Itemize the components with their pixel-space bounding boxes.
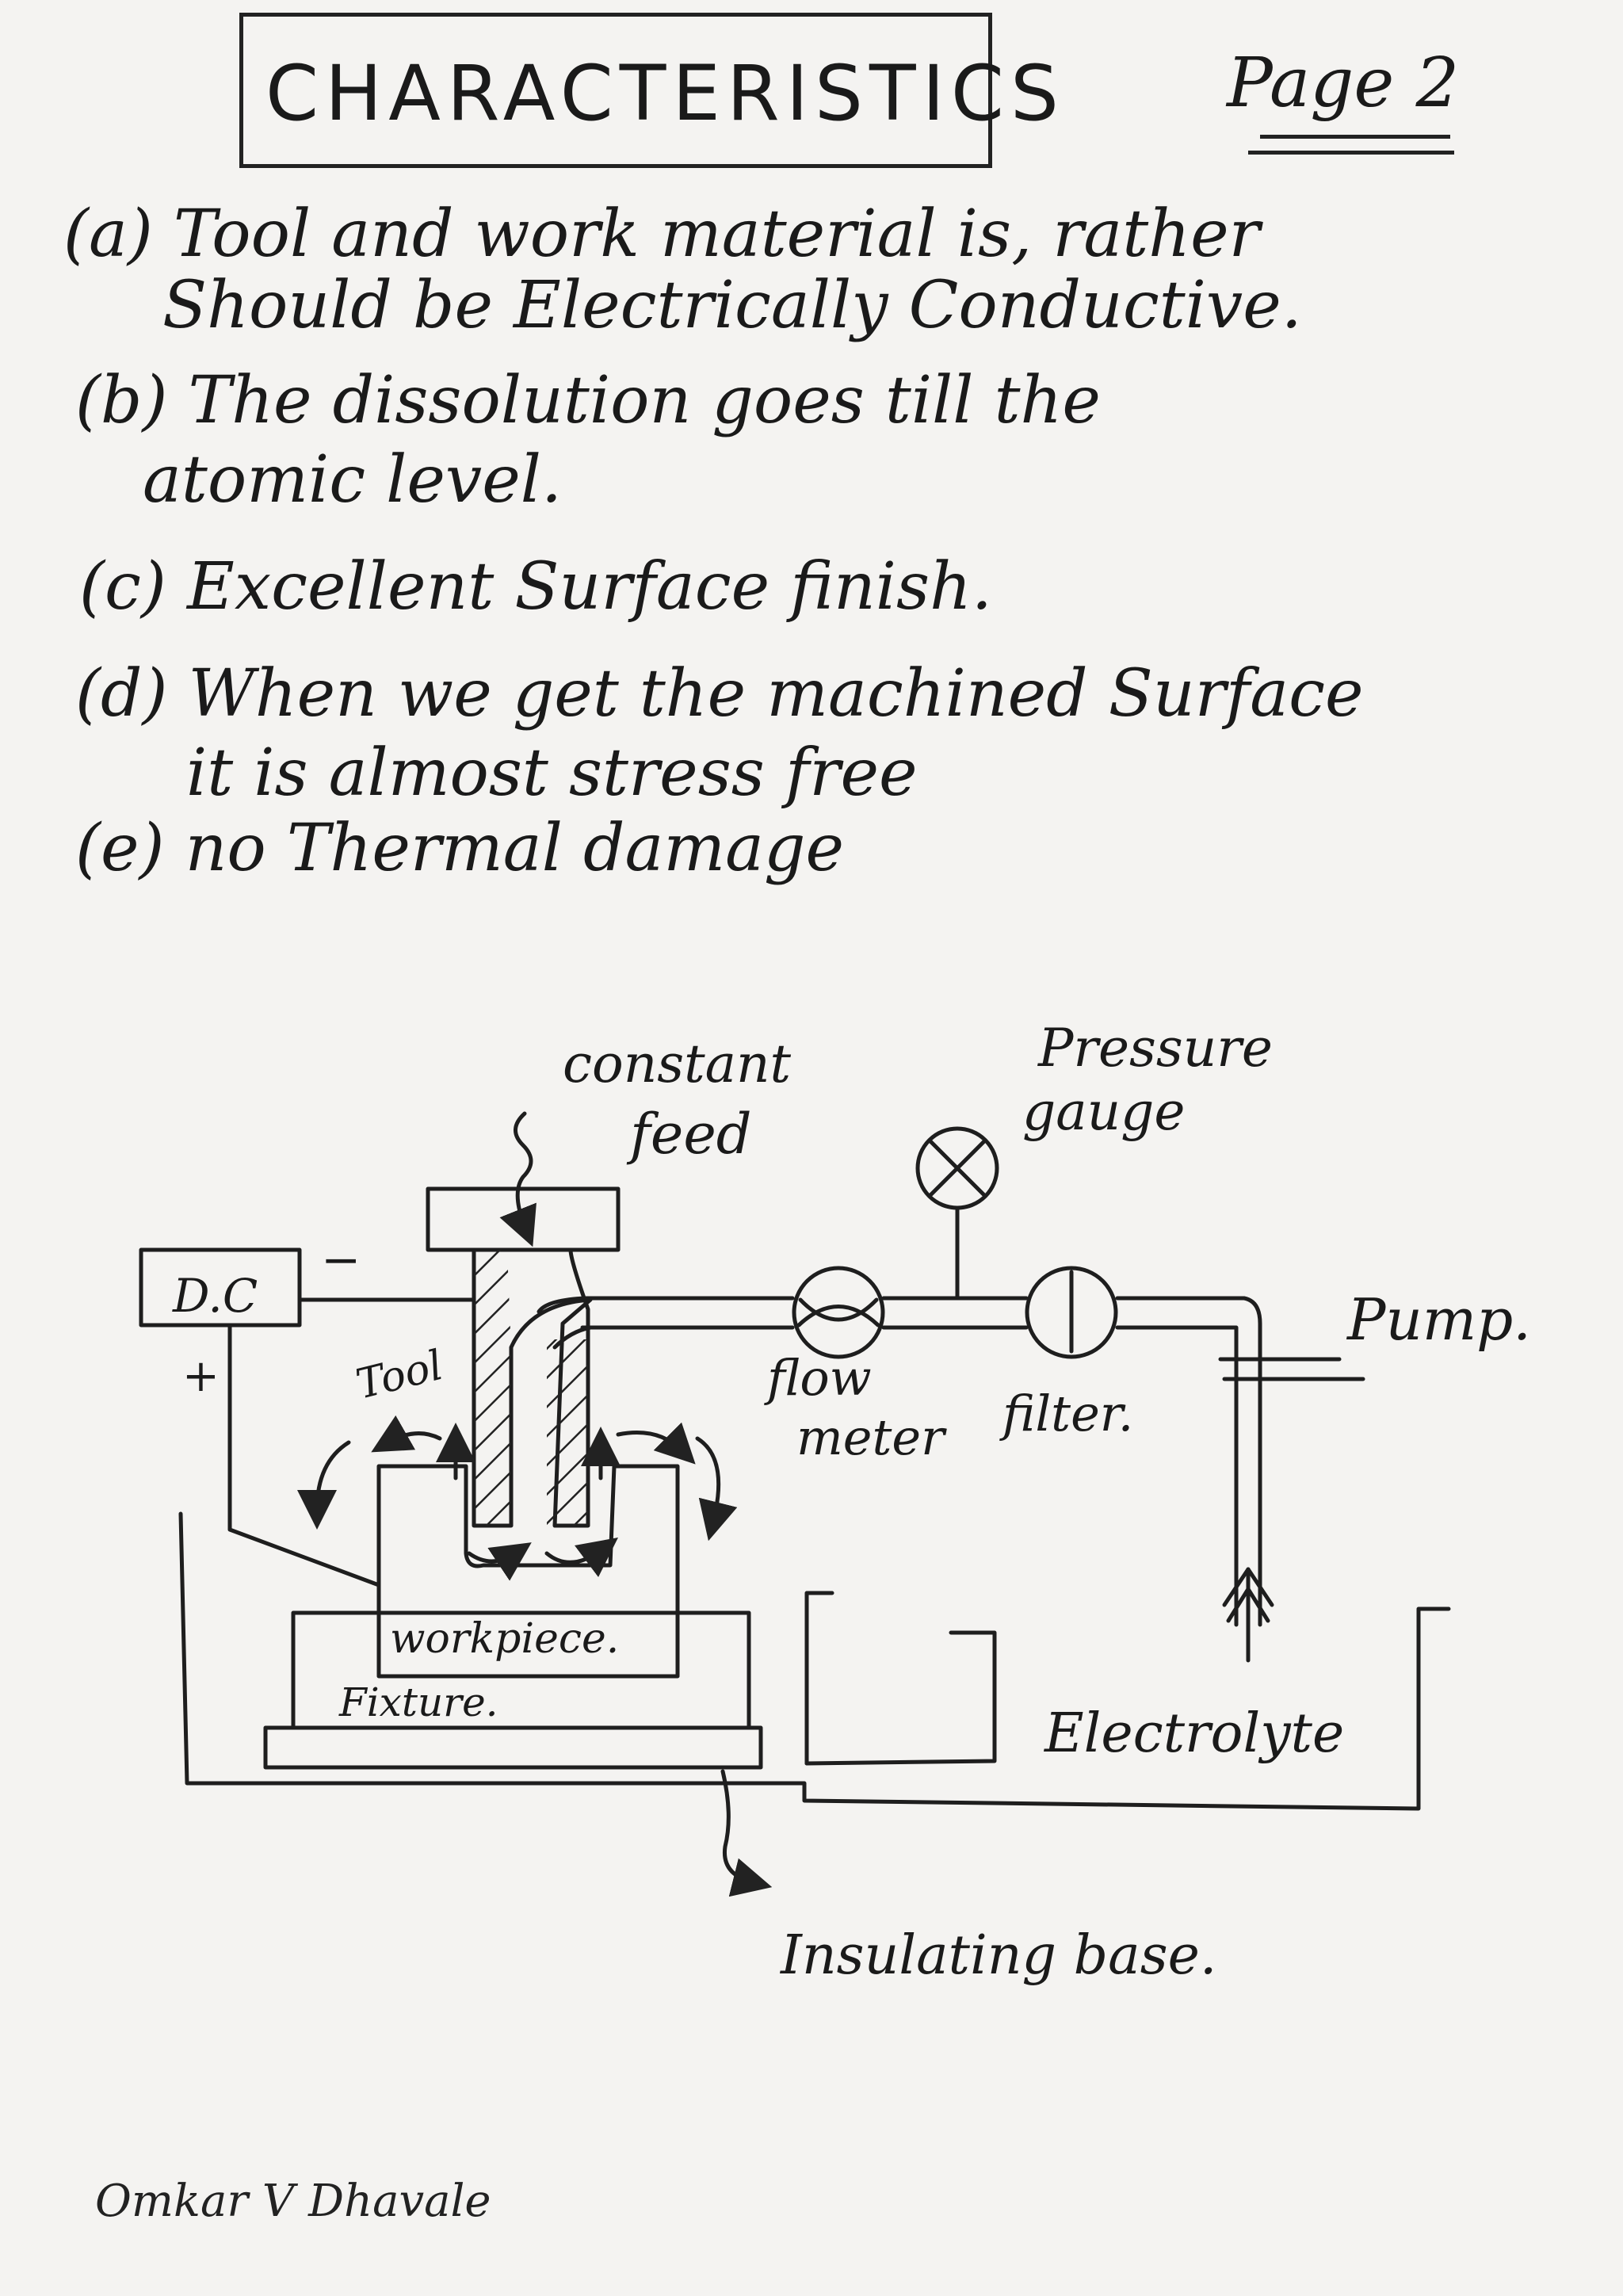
pipe-right-inner <box>1115 1325 1239 1627</box>
fixture <box>291 1610 751 1730</box>
feed-arrow <box>499 1111 537 1247</box>
page-number: Page 2 <box>1227 44 1460 123</box>
insulating-base-label: Insulating base. <box>779 1924 1216 1987</box>
characteristic-d-line2: it is almost stress free <box>186 735 918 811</box>
pump-label: Pump. <box>1346 1286 1531 1353</box>
workpiece <box>376 1464 680 1679</box>
feed-label-line2: feed <box>626 1102 752 1167</box>
insulating-base-pointer <box>720 1769 773 1897</box>
characteristic-a-line2: Should be Electrically Conductive. <box>162 268 1302 343</box>
fixture-label: Fixture. <box>338 1679 498 1725</box>
page-number-underline <box>1260 135 1450 139</box>
gauge-label: gauge <box>1022 1081 1185 1142</box>
title-box <box>239 13 992 168</box>
meter-label: meter <box>796 1408 947 1466</box>
workpiece-label: workpiece. <box>390 1615 619 1663</box>
insulating-base <box>263 1725 763 1770</box>
dc-positive-wire <box>227 1323 381 1587</box>
dc-source <box>139 1247 302 1328</box>
characteristic-c-line1: (c) Excellent Surface finish. <box>79 549 992 625</box>
characteristic-a-line1: (a) Tool and work material is, rather <box>63 197 1260 272</box>
filter-symbol <box>1025 1266 1118 1359</box>
tank-partition <box>804 1591 834 1766</box>
pipe-top-lower <box>537 1296 795 1314</box>
electrolyte-label: Electrolyte <box>1043 1702 1344 1765</box>
characteristic-b-line2: atomic level. <box>143 442 563 518</box>
characteristic-d-line1: (d) When we get the machined Surface <box>75 656 1364 732</box>
author-signature: Omkar V Dhavale <box>95 2176 491 2227</box>
page-title: CHARACTERISTICS <box>265 49 1065 138</box>
constant-label-line1: constant <box>563 1033 791 1095</box>
negative-terminal-label: − <box>321 1232 361 1288</box>
page-number-underline-2 <box>1248 151 1454 155</box>
flow-label: flow <box>764 1349 872 1407</box>
tool-label: Tool <box>352 1342 448 1409</box>
pressure-label: Pressure <box>1037 1018 1273 1079</box>
filter-label: filter. <box>999 1385 1133 1442</box>
tank-partition-inner <box>804 1630 997 1766</box>
characteristic-e-line1: (e) no Thermal damage <box>75 811 845 886</box>
tank-outline <box>178 1511 1451 1811</box>
dc-label: D.C <box>172 1269 258 1323</box>
pipe-right-outer <box>1115 1296 1262 1627</box>
flow-meter-symbol <box>792 1266 885 1359</box>
positive-terminal-label: + <box>182 1350 220 1402</box>
feed-block <box>426 1186 621 1252</box>
characteristic-b-line1: (b) The dissolution goes till the <box>75 363 1101 438</box>
